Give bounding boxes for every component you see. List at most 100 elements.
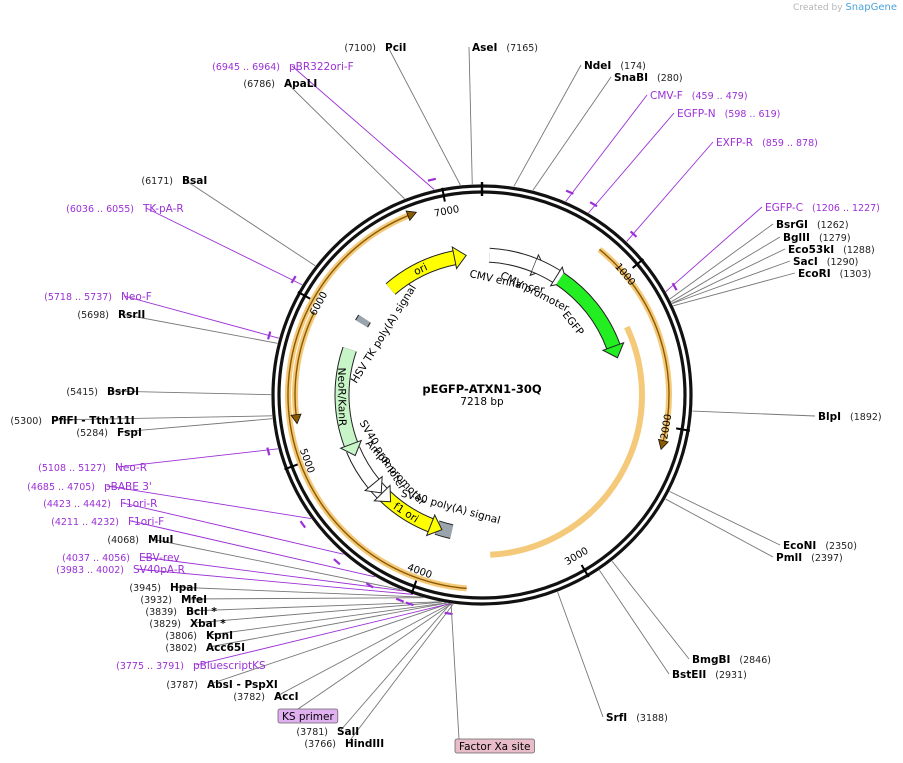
feature-cmv-enhancer — [488, 248, 537, 272]
site-leader-snabi — [532, 76, 612, 191]
primer-name: EBV-rev — [139, 552, 180, 564]
primer-egfp-c: EGFP-C(1206 .. 1227) — [765, 202, 880, 214]
site-position: (1262) — [817, 220, 849, 231]
site-position: (7100) — [344, 43, 376, 54]
site-hindiii: (3766)HindIII — [304, 738, 384, 750]
site-eco53ki: Eco53kI (1288) — [788, 244, 875, 256]
feature-sv40-promoter-head — [363, 475, 383, 494]
site-position: (1288) — [843, 245, 875, 256]
site-leader-acc65i — [208, 602, 447, 648]
site-bsai: (6171)BsaI — [141, 175, 207, 187]
boxed-label-bg — [277, 708, 339, 724]
site-name: RsrII — [118, 309, 145, 321]
site-name: AseI — [472, 42, 497, 54]
site-name: FspI — [117, 427, 142, 439]
primer-tk-pa-r: (6036 .. 6055)TK-pA-R — [66, 203, 184, 215]
site-position: (5415) — [66, 387, 98, 398]
primer-leader-pbr322ori-f — [291, 65, 435, 190]
site-name: PmlI — [776, 552, 802, 564]
site-leader-saci — [672, 260, 791, 305]
site-asei: AseI (7165) — [472, 42, 538, 54]
feature-arrows — [285, 210, 672, 592]
site-name: EcoRI — [798, 268, 831, 280]
site-position: (1303) — [840, 269, 872, 280]
site-name: MluI — [148, 534, 173, 546]
site-leader-bcli — [188, 601, 441, 612]
site-name: Eco53kI — [788, 244, 834, 256]
site-mlui: (4068)MluI — [107, 534, 173, 546]
primer-leader-ebv-rev — [141, 556, 404, 592]
primer-mark-cmv-f — [565, 189, 574, 195]
site-position: (5284) — [76, 428, 108, 439]
site-position: (3787) — [166, 680, 198, 691]
primer-mark-sv40pa-r — [405, 601, 414, 607]
boxed-factor-xa-site: Factor Xa site — [454, 738, 535, 754]
primer-leader-cmv-f — [565, 94, 648, 202]
primer-mark-egfp-n — [589, 201, 598, 208]
label-hsv-tk-poly-a-signal: HSV TK poly(A) signal — [349, 283, 419, 386]
primer-name: SV40pA-R — [133, 564, 185, 576]
site-leader-absi-pspxi — [209, 603, 450, 685]
site-pcii: (7100)PciI — [344, 42, 406, 54]
tick-6000 — [297, 291, 311, 300]
site-acci: (3782)AccI — [233, 691, 298, 703]
site-position: (6786) — [243, 79, 275, 90]
primer-name: F1ori-F — [128, 516, 164, 528]
primer-position: (859 .. 878) — [762, 138, 818, 149]
site-name: BsaI — [182, 175, 207, 187]
site-position: (3188) — [636, 713, 668, 724]
primer-leader-egfp-n — [588, 112, 675, 214]
primer-leader-egfp-c — [665, 206, 763, 292]
site-ecori: EcoRI (1303) — [798, 268, 871, 280]
site-leader-asei — [468, 46, 473, 185]
feature-egfp — [556, 273, 620, 349]
site-name: EcoNI — [783, 540, 816, 552]
primer-mark-neo-f — [267, 331, 272, 340]
primer-pbabe-3: (4685 .. 4705)pBABE 3' — [27, 481, 152, 493]
site-fspi: (5284) FspI — [76, 427, 141, 439]
primer-position: (4037 .. 4056) — [62, 553, 130, 564]
label-neor-kanr: NeoR/KanR — [335, 368, 348, 427]
site-mfei: (3932)MfeI — [140, 594, 207, 606]
boxed-leader-factor-xa-site — [450, 603, 460, 740]
primer-position: (5718 .. 5737) — [44, 292, 112, 303]
site-name: KpnI — [206, 630, 233, 642]
orf-line-1 — [598, 248, 670, 443]
watermark: Created by SnapGene — [793, 2, 897, 13]
site-name: NdeI — [584, 60, 611, 72]
primer-position: (6036 .. 6055) — [66, 204, 134, 215]
site-position: (280) — [657, 73, 683, 84]
site-leader-bglii — [671, 236, 781, 303]
primer-position: (4685 .. 4705) — [27, 482, 95, 493]
site-leader-econi — [669, 491, 781, 546]
boxed-label-text: Factor Xa site — [459, 741, 530, 753]
orf-line-2 — [294, 311, 315, 417]
site-name: HindIII — [345, 738, 384, 750]
primer-name: Neo-R — [115, 462, 147, 474]
site-position: (3806) — [165, 631, 197, 642]
primer-mark-pbabe-3 — [299, 520, 307, 529]
watermark-prefix: Created by — [793, 3, 843, 13]
site-position: (2931) — [715, 670, 747, 681]
tick-label-3000: 3000 — [563, 546, 591, 568]
snapgene-brand: SnapGene — [845, 2, 897, 13]
primer-f1ori-f: (4211 .. 4232)F1ori-F — [51, 516, 164, 528]
site-name: AccI — [274, 691, 298, 703]
site-leader-hpai — [172, 586, 422, 598]
site-leader-acci — [276, 603, 451, 697]
site-leader-bsrgi — [669, 223, 774, 300]
site-name: BstEII — [672, 669, 706, 681]
site-position: (2397) — [811, 553, 843, 564]
primer-position: (3775 .. 3791) — [116, 661, 184, 672]
site-leader-kpni — [208, 602, 447, 636]
site-position: (7165) — [506, 43, 538, 54]
site-leader-bsrdi — [109, 390, 272, 396]
site-bmgbi: BmgBI(2846) — [692, 654, 771, 666]
site-leader-mfei — [183, 597, 424, 600]
primer-sv40pa-r: (3983 .. 4002)SV40pA-R — [56, 564, 185, 576]
feature-neor-kanr — [335, 347, 358, 447]
site-position: (1892) — [850, 412, 882, 423]
feature-neor-kanr-head — [339, 439, 363, 457]
